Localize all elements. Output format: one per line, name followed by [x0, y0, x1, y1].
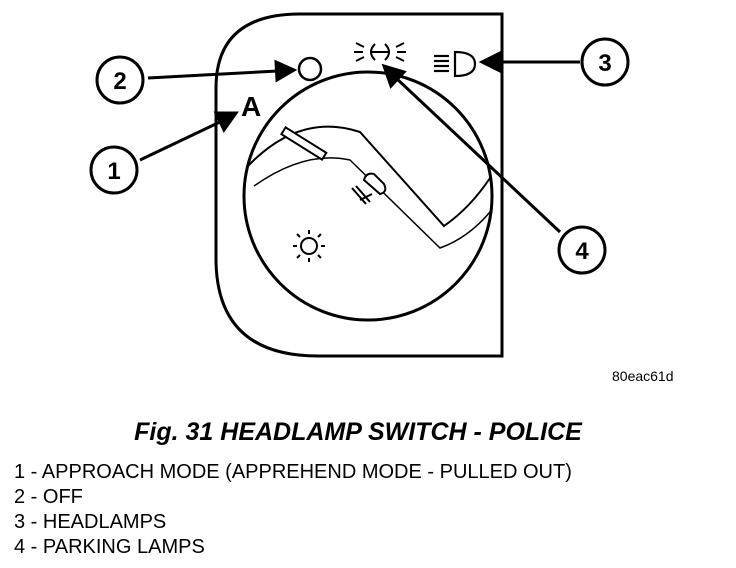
mode-letter: A — [241, 91, 261, 122]
callout-3-number: 3 — [598, 50, 611, 77]
figure-title: Fig. 31 HEADLAMP SWITCH - POLICE — [134, 418, 582, 446]
legend-item: 4 - PARKING LAMPS — [14, 536, 205, 558]
parking-lamp-icon — [354, 42, 406, 62]
arrowhead-1 — [213, 111, 239, 133]
arrowhead-4 — [381, 63, 407, 89]
leader-line-2 — [147, 69, 279, 80]
dome-lamp-icon — [293, 230, 325, 262]
off-position-icon — [297, 56, 323, 82]
legend-item: 2 - OFF — [14, 486, 83, 508]
callout-1: 1 — [89, 145, 139, 195]
figure-code: 80eac61d — [612, 368, 674, 384]
knob-pointer — [279, 126, 328, 162]
leader-line-4 — [394, 76, 562, 234]
arrowhead-2 — [274, 59, 298, 83]
callout-2-number: 2 — [113, 68, 126, 95]
legend: 1 - APPROACH MODE (APPREHEND MODE - PULL… — [14, 460, 572, 560]
legend-item: 1 - APPROACH MODE (APPREHEND MODE - PULL… — [14, 461, 572, 483]
headlamp-switch-diagram: A 1 2 3 4 — [89, 12, 630, 358]
leader-line-1 — [139, 119, 223, 162]
callout-4: 4 — [557, 225, 607, 275]
callout-1-number: 1 — [107, 158, 120, 185]
headlamp-icon — [434, 50, 477, 78]
legend-item: 3 - HEADLAMPS — [14, 511, 167, 533]
callout-4-number: 4 — [575, 238, 589, 265]
arrowhead-3 — [478, 50, 502, 74]
fog-lamp-icon — [351, 172, 387, 205]
callout-3: 3 — [580, 37, 630, 87]
callout-2: 2 — [95, 55, 145, 105]
